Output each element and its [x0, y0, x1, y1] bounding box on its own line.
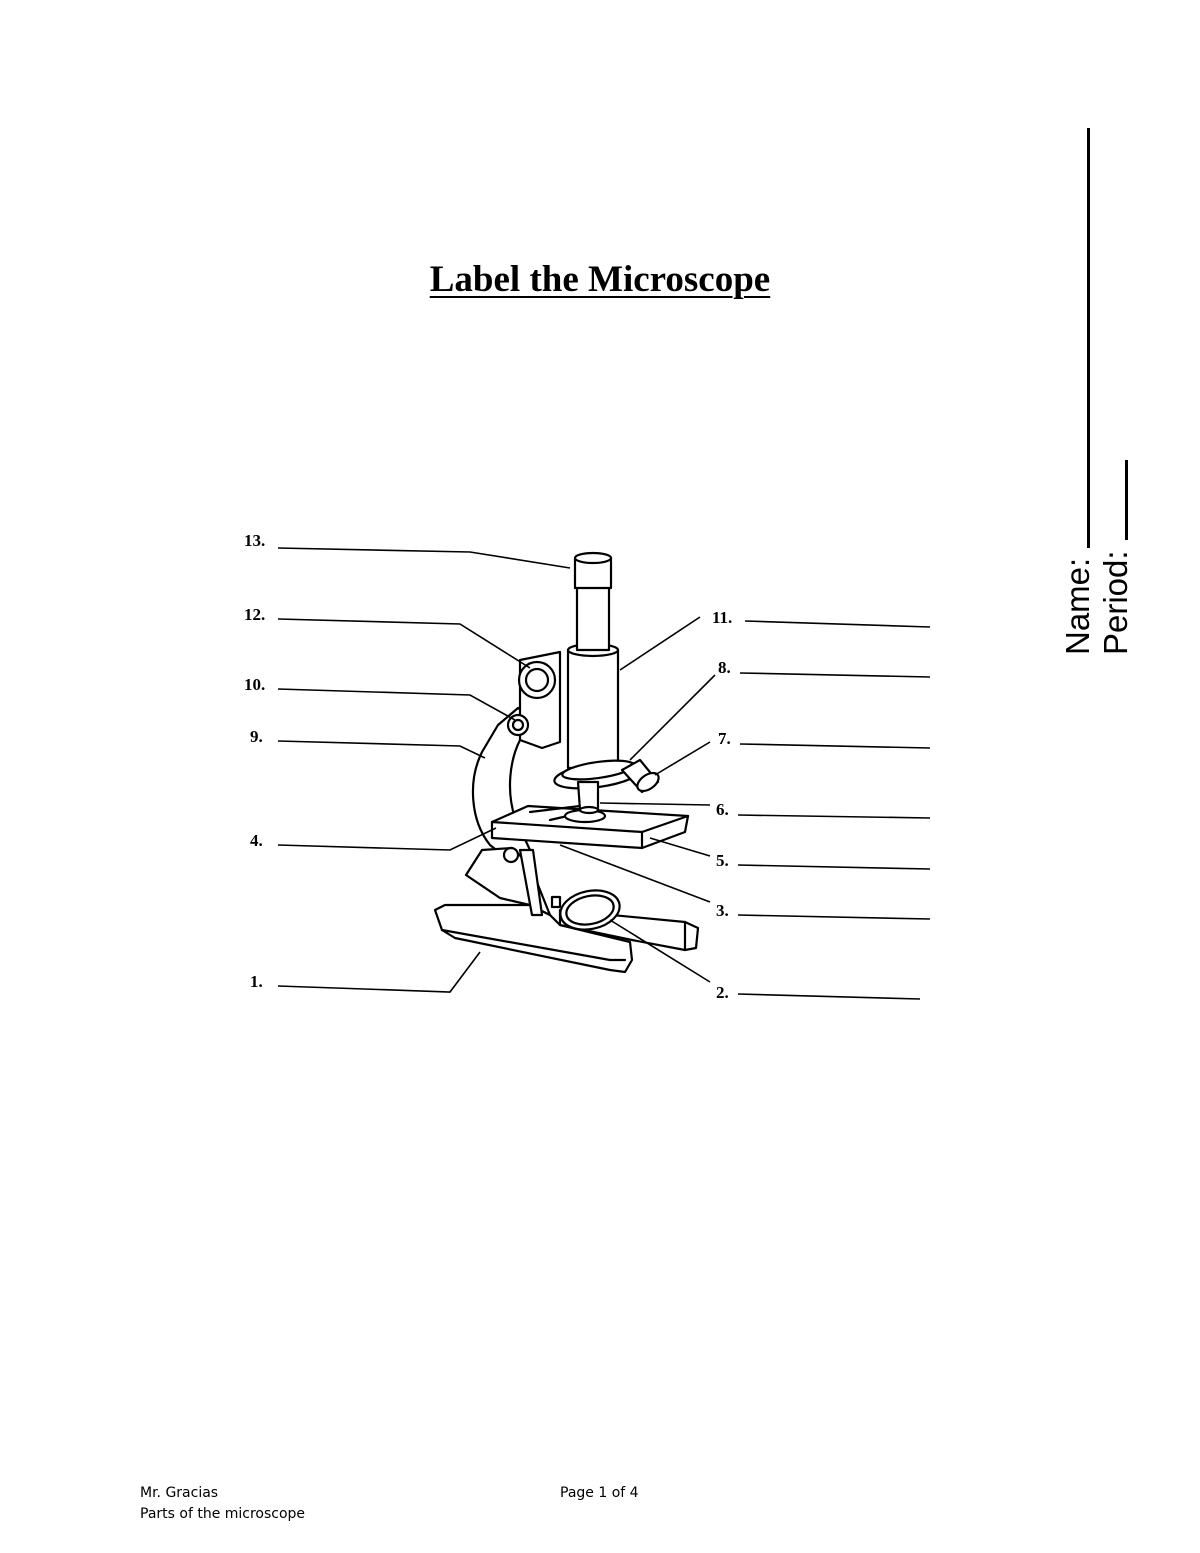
microscope-drawing [433, 551, 700, 974]
label-5: 5. [716, 851, 729, 870]
leader-line-7 [654, 741, 711, 776]
leader-line-11 [619, 616, 701, 671]
leader-line-6-blank [737, 814, 931, 819]
page-title: Label the Microscope [429, 259, 771, 300]
leader-line-5-blank [737, 864, 931, 870]
label-3: 3. [716, 901, 729, 920]
microscope-stage-shape [490, 804, 690, 850]
objective-lens-shape [576, 780, 600, 812]
microscope-diagram: 13. 12. 10. 9. 4. 1. 11. 8. 7. 6. 5. 3. … [230, 520, 950, 1020]
leader-line-6 [599, 802, 711, 806]
leader-line-2-blank [737, 993, 921, 1000]
footer-subject: Parts of the microscope [140, 1506, 306, 1522]
label-6: 6. [716, 800, 729, 819]
label-8: 8. [718, 658, 731, 677]
label-7: 7. [718, 729, 731, 748]
label-13: 13. [244, 531, 265, 550]
body-tube-shape [566, 648, 620, 770]
leader-line-1 [277, 951, 481, 993]
label-1: 1. [250, 972, 263, 991]
leader-line-10 [277, 688, 516, 721]
leader-lines [277, 547, 931, 1000]
leader-line-13 [277, 547, 571, 569]
leader-line-12 [277, 618, 531, 669]
leader-line-9 [277, 740, 486, 759]
leader-line-4 [277, 827, 497, 851]
label-10: 10. [244, 675, 265, 694]
leader-line-7-blank [739, 743, 931, 749]
leader-line-8-blank [739, 672, 931, 678]
footer-left: Mr. Gracias Parts of the microscope [140, 1483, 305, 1525]
leader-line-5 [649, 837, 711, 857]
label-2: 2. [716, 983, 729, 1002]
microscope-illustration: 13. 12. 10. 9. 4. 1. 11. 8. 7. 6. 5. 3. … [244, 531, 931, 1002]
leader-line-2 [609, 919, 711, 983]
footer-author: Mr. Gracias [140, 1485, 219, 1501]
name-blank-line[interactable] [1087, 127, 1090, 548]
label-11: 11. [712, 608, 732, 627]
leader-line-11-blank [744, 620, 931, 628]
period-field[interactable]: Period: [1094, 115, 1134, 655]
period-label: Period: [1097, 550, 1134, 655]
name-label: Name: [1059, 557, 1096, 655]
period-blank-line[interactable] [1125, 460, 1128, 541]
footer-page-number: Page 1 of 4 [560, 1485, 639, 1501]
label-numbers: 13. 12. 10. 9. 4. 1. 11. 8. 7. 6. 5. 3. … [244, 531, 732, 1002]
label-12: 12. [244, 605, 265, 624]
label-4: 4. [250, 831, 263, 850]
name-field[interactable]: Name: [1056, 115, 1096, 655]
leader-line-3-blank [737, 914, 931, 920]
leader-line-8 [629, 674, 716, 761]
leader-line-3 [559, 844, 711, 903]
label-9: 9. [250, 727, 263, 746]
